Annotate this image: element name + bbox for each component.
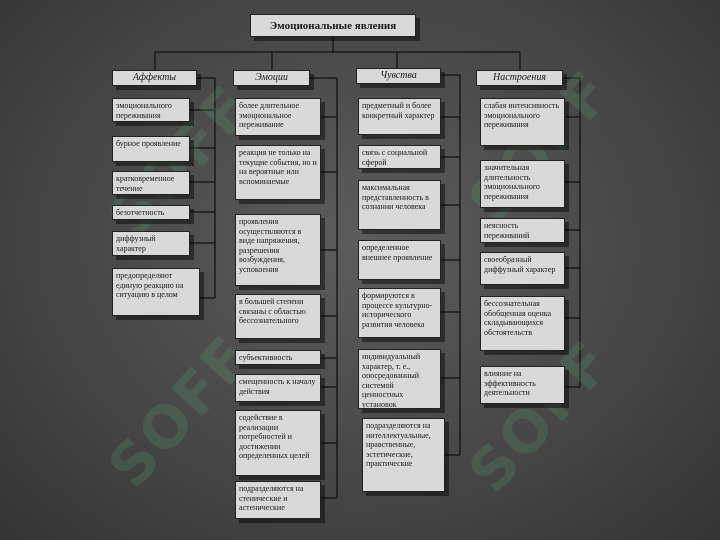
emotion-item: проявления осуществляются в виде напряже… bbox=[235, 214, 321, 286]
header-affects: Аффекты bbox=[112, 70, 197, 86]
mood-item: своеобразный диффузный характер bbox=[480, 252, 565, 285]
mood-item: неясность переживаний bbox=[480, 218, 565, 243]
feeling-item: формируются в процессе культурно-историч… bbox=[358, 288, 441, 338]
feeling-item: подразделяются на интеллектуальные, нрав… bbox=[362, 418, 445, 492]
emotion-item: в большей степени связаны с областью бес… bbox=[235, 294, 321, 339]
emotion-item: подразделяются на стенические и астениче… bbox=[235, 481, 321, 519]
feeling-item: определенное внешнее проявление bbox=[358, 240, 441, 280]
affect-item: бурное проявление bbox=[112, 136, 190, 162]
diagram-title: Эмоциональные явления bbox=[250, 14, 416, 37]
feeling-item: максимальная представленность в сознании… bbox=[358, 180, 441, 230]
feeling-item: предметный и более конкретный характер bbox=[358, 98, 441, 135]
feeling-item: связь с социальной сферой bbox=[358, 145, 441, 169]
emotion-item: более длительное эмоциональное переживан… bbox=[235, 98, 321, 136]
header-emotions: Эмоции bbox=[233, 70, 310, 86]
mood-item: слабая интенсивность эмоционального пере… bbox=[480, 98, 565, 146]
emotion-item: субъективность bbox=[235, 350, 321, 365]
affect-item: предопределяют единую реакцию на ситуаци… bbox=[112, 268, 200, 316]
header-feelings: Чувства bbox=[356, 68, 441, 84]
mood-item: значительная длительность эмоционального… bbox=[480, 160, 565, 208]
affect-item: кратковременное течение bbox=[112, 171, 190, 195]
emotion-item: реакция не только на текущие события, но… bbox=[235, 145, 321, 200]
mood-item: бессознательная обобщенная оценка склады… bbox=[480, 296, 565, 351]
affect-item: безотчетность bbox=[112, 205, 190, 220]
header-moods: Настроения bbox=[476, 70, 563, 86]
mood-item: влияние на эффективность деятельности bbox=[480, 366, 565, 404]
affect-item: диффузный характер bbox=[112, 231, 190, 256]
emotion-item: содействие в реализации потребностей и д… bbox=[235, 410, 321, 476]
emotion-item: смещенность к началу действия bbox=[235, 374, 321, 402]
affect-item: эмоционального переживания bbox=[112, 98, 190, 122]
feeling-item: индивидуальный характер, т. е., опосредо… bbox=[358, 349, 441, 409]
